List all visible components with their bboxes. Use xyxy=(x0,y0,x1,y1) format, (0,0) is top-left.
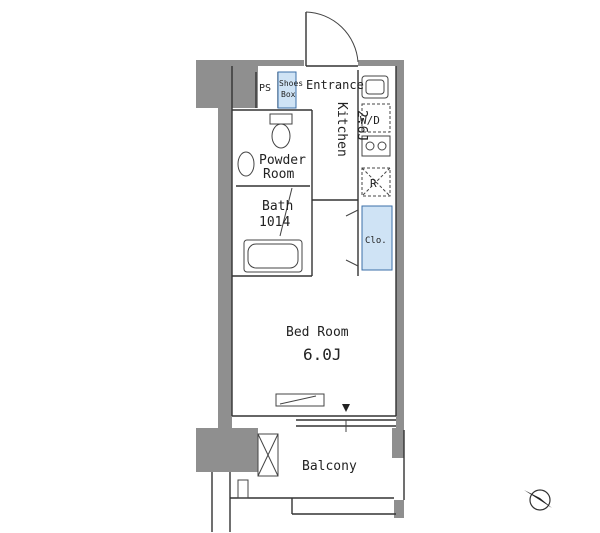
entry-arrow-icon xyxy=(342,404,350,412)
balcony-outline xyxy=(211,430,405,532)
bedroom-label: Bed Room xyxy=(286,325,349,340)
bath-label: Bath xyxy=(262,199,293,214)
kitchen-sink-icon xyxy=(361,75,389,99)
powder-room-label-2: Room xyxy=(263,167,294,182)
bath-size-label: 1014 xyxy=(259,215,290,230)
toilet-icon xyxy=(269,113,293,149)
walls xyxy=(196,60,404,518)
balcony-window xyxy=(296,404,396,432)
shoes-box xyxy=(277,71,297,109)
entrance-door xyxy=(305,11,359,67)
right-balcony-post xyxy=(392,428,404,458)
right-wall xyxy=(396,60,404,430)
compass-icon xyxy=(524,489,552,511)
closet xyxy=(361,205,393,271)
bath-door xyxy=(279,187,293,237)
stove-icon xyxy=(361,135,391,157)
top-wall-left xyxy=(232,60,304,66)
powder-room-label-1: Powder xyxy=(259,153,306,168)
closet-doors xyxy=(345,209,359,267)
ps-label: PS xyxy=(259,83,271,94)
shoes-box-label-1: Shoes xyxy=(279,79,303,88)
sink-icon xyxy=(237,151,255,177)
entrance-label: Entrance xyxy=(306,78,364,92)
wd-label: W/D xyxy=(360,114,380,127)
bathtub-icon xyxy=(243,239,303,273)
left-wall xyxy=(218,60,232,432)
air-conditioner-icon xyxy=(275,393,325,407)
kitchen-size: 2.6J xyxy=(354,110,369,141)
washer-dryer-space xyxy=(361,103,391,133)
kitchen-label: Kitchen xyxy=(334,102,349,157)
fridge-space xyxy=(361,167,391,197)
shoes-box-label-2: Box xyxy=(281,90,296,99)
right-lower-post xyxy=(394,500,404,518)
fridge-label: R xyxy=(370,177,377,190)
balcony-label: Balcony xyxy=(302,459,357,474)
bedroom-size: 6.0J xyxy=(303,345,342,364)
top-wall-right xyxy=(358,60,404,66)
closet-label: Clo. xyxy=(365,236,387,246)
bottom-left-column xyxy=(196,428,258,472)
